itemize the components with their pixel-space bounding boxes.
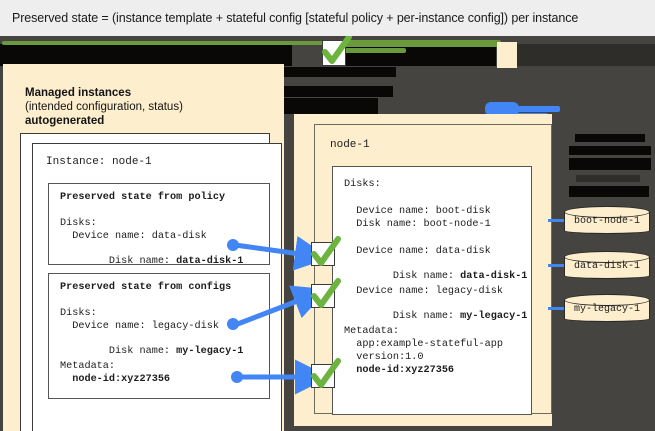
redaction-bar xyxy=(569,158,651,170)
check-icon xyxy=(322,36,352,64)
cream-notch xyxy=(497,42,517,68)
node-legacy-disk-value: my-legacy-1 xyxy=(460,311,528,323)
check-icon xyxy=(311,358,341,388)
disk-label: boot-node-1 xyxy=(573,216,640,227)
screenshot-canvas: Managed instances (intended configuratio… xyxy=(0,36,655,431)
node-data-disk-label: Disk name: xyxy=(380,271,461,283)
disk-connector-line xyxy=(548,264,570,267)
configs-metadata-label: Metadata: xyxy=(60,361,116,372)
policy-device-name: Device name: data-disk xyxy=(60,231,207,242)
node-legacy-disk-row: Disk name: my-legacy-1 xyxy=(344,299,528,336)
checkbox-top[interactable] xyxy=(322,36,352,66)
node-boot-disk: Disk name: boot-node-1 xyxy=(344,219,491,230)
disk-label: data-disk-1 xyxy=(573,261,640,272)
policy-disk-name-value: data-disk-1 xyxy=(176,256,244,268)
checkbox-legacy-disk[interactable] xyxy=(311,278,341,308)
check-icon xyxy=(311,278,341,308)
redaction-bar xyxy=(0,44,292,66)
redaction-bar xyxy=(575,134,645,142)
redaction-bar xyxy=(512,50,584,54)
disk-cylinder-boot-node-1: boot-node-1 xyxy=(564,206,650,236)
redaction-bar xyxy=(569,186,649,197)
configs-disk-name-value: my-legacy-1 xyxy=(176,346,244,358)
managed-instances-subtitle: (intended configuration, status) xyxy=(25,101,183,113)
node-boot-device: Device name: boot-disk xyxy=(344,206,491,217)
blue-annotation-scribble xyxy=(498,106,560,112)
configs-disk-name-row: Disk name: my-legacy-1 xyxy=(60,334,244,371)
node-data-device: Device name: data-disk xyxy=(344,246,491,257)
check-icon xyxy=(311,236,341,266)
managed-instances-title: Managed instances xyxy=(25,87,132,99)
node-metadata-node-id: node-id:xyz27356 xyxy=(344,365,455,376)
checkbox-data-disk[interactable] xyxy=(311,236,341,266)
node-metadata-app: app:example-stateful-app xyxy=(344,339,503,350)
disk-cylinder-my-legacy-1: my-legacy-1 xyxy=(564,294,650,324)
redaction-bar xyxy=(576,175,640,182)
green-annotation-stroke xyxy=(2,41,328,45)
redaction-bar xyxy=(200,67,396,77)
cylinder-top xyxy=(564,294,650,306)
disk-cylinder-data-disk-1: data-disk-1 xyxy=(564,251,650,281)
policy-disks-label: Disks: xyxy=(60,218,97,229)
node-data-disk-row: Disk name: data-disk-1 xyxy=(344,259,528,296)
configs-metadata-value: node-id:xyz27356 xyxy=(60,374,171,385)
configs-device-name: Device name: legacy-disk xyxy=(60,321,219,332)
node-metadata-version: version:1.0 xyxy=(344,352,424,363)
configs-disks-label: Disks: xyxy=(60,308,97,319)
node-label: node-1 xyxy=(330,139,370,151)
disk-connector-line xyxy=(548,307,570,310)
disk-connector-line xyxy=(548,219,570,222)
caption-text: Preserved state = (instance template + s… xyxy=(12,11,579,25)
managed-instances-subtitle-autogenerated: autogenerated xyxy=(25,115,105,127)
node-legacy-disk-label: Disk name: xyxy=(380,311,461,323)
disk-label: my-legacy-1 xyxy=(573,304,640,315)
page-caption: Preserved state = (instance template + s… xyxy=(0,0,655,36)
node-details-box xyxy=(332,166,532,415)
green-annotation-stroke xyxy=(328,40,501,47)
configs-disk-name-label: Disk name: xyxy=(96,346,177,358)
redaction-bar xyxy=(508,44,655,66)
node-legacy-device: Device name: legacy-disk xyxy=(344,286,503,297)
redaction-bar xyxy=(569,146,651,155)
policy-disk-name-label: Disk name: xyxy=(96,256,177,268)
configs-heading: Preserved state from configs xyxy=(60,282,232,293)
policy-disk-name-row: Disk name: data-disk-1 xyxy=(60,244,244,281)
node-data-disk-value: data-disk-1 xyxy=(460,271,528,283)
cylinder-top xyxy=(564,251,650,263)
instance-label: Instance: node-1 xyxy=(46,156,152,168)
policy-heading: Preserved state from policy xyxy=(60,192,226,203)
node-disks-label: Disks: xyxy=(344,179,381,190)
checkbox-node-id[interactable] xyxy=(311,358,341,388)
node-metadata-label: Metadata: xyxy=(344,326,400,337)
green-annotation-stroke xyxy=(338,48,406,53)
cylinder-top xyxy=(564,206,650,218)
preserved-state-policy-box xyxy=(48,183,270,265)
